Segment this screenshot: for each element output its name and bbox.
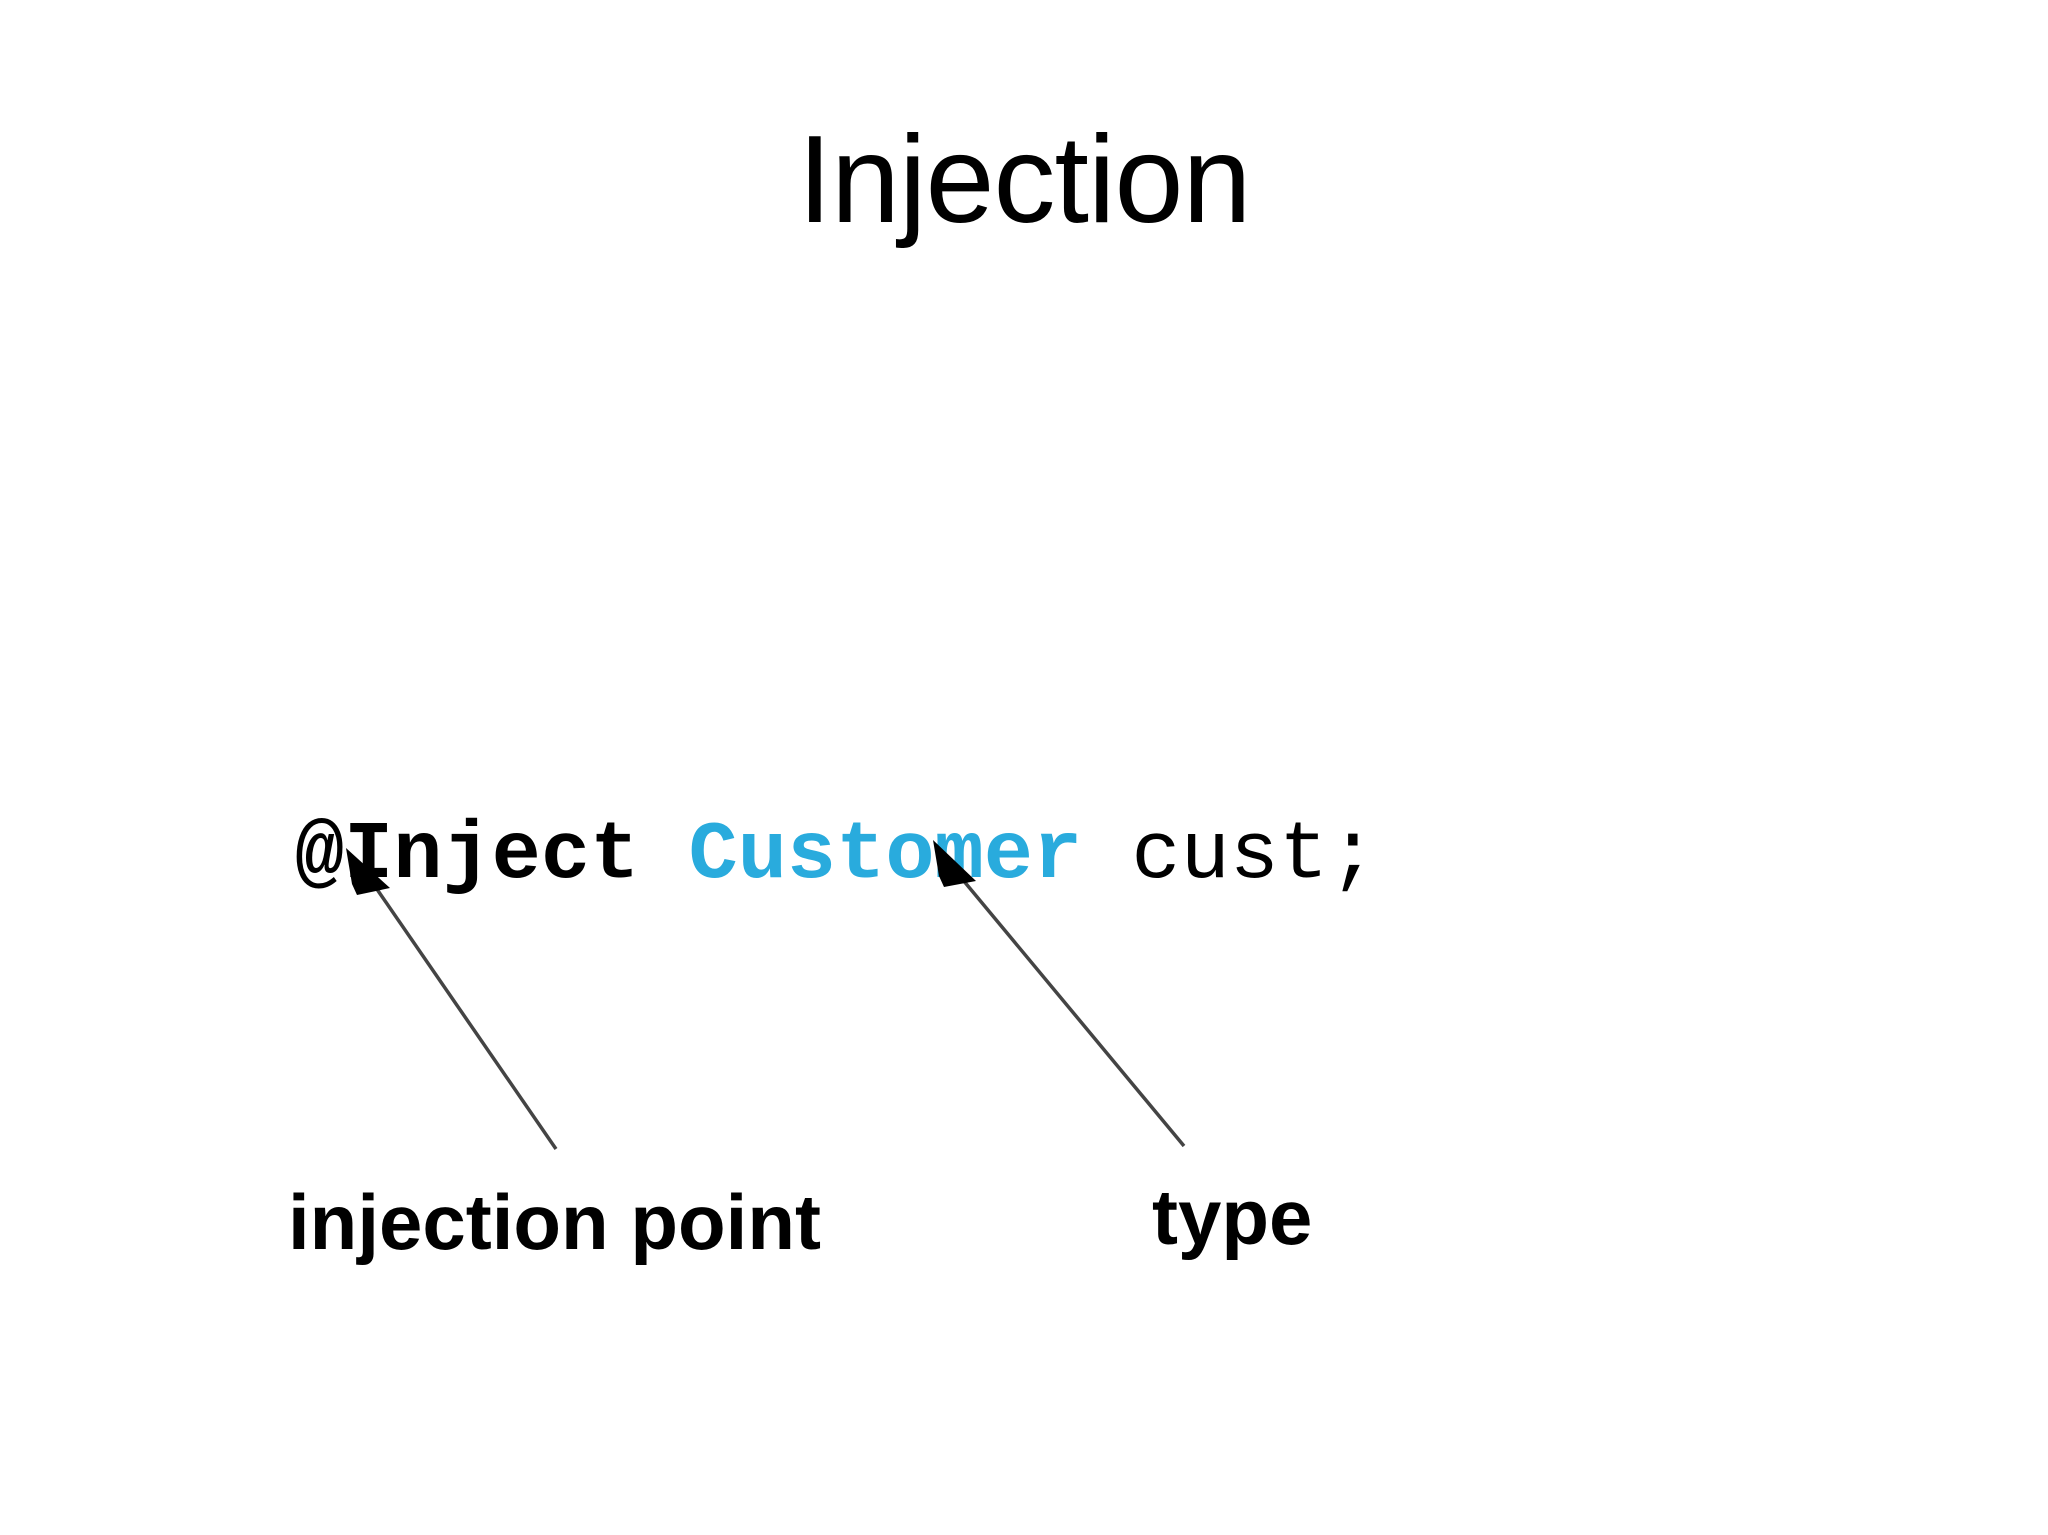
code-variable-cust: cust; [1082,809,1378,902]
code-snippet: @Inject Customer cust; [98,733,1378,979]
code-annotation-inject: @Inject [294,809,689,902]
callout-label-type: type [1152,1173,1313,1261]
callout-label-injection-point: injection point [288,1178,821,1266]
code-type-customer: Customer [688,809,1083,902]
page-title: Injection [797,111,1252,249]
